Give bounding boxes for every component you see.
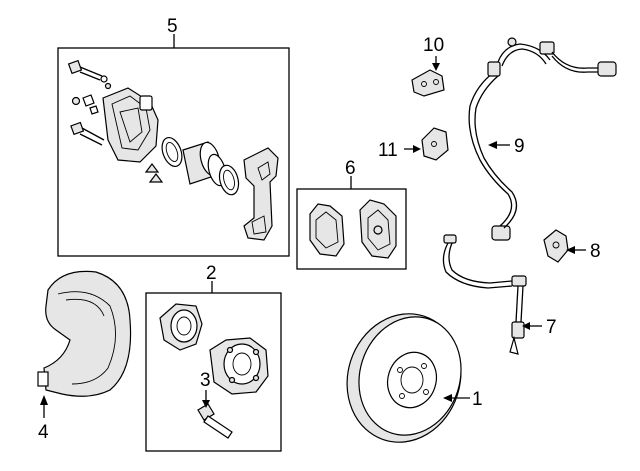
splash-shield-icon <box>37 270 132 397</box>
hub-bearing-assembly-icon <box>159 303 269 395</box>
caliper-assembly-icon <box>67 59 279 241</box>
hub-group-box <box>145 292 282 452</box>
callout-11: 11 <box>378 140 398 161</box>
callout-9: 9 <box>514 136 525 157</box>
brake-rotor-icon <box>346 313 462 443</box>
callout-7: 7 <box>546 317 557 338</box>
brake-hose-icon <box>442 234 527 355</box>
callout-1: 1 <box>472 389 483 410</box>
wheel-stud-icon <box>197 403 233 439</box>
callout-3: 3 <box>200 370 211 391</box>
callout-5: 5 <box>167 16 178 37</box>
bolt-icon <box>70 121 105 146</box>
guide-pin-icon <box>67 59 108 83</box>
callout-4: 4 <box>38 422 49 443</box>
callout-8: 8 <box>590 241 601 262</box>
abs-sensor-wire-icon <box>468 37 617 241</box>
callout-2: 2 <box>206 263 217 284</box>
callout-10: 10 <box>423 35 444 56</box>
callout-6: 6 <box>345 158 356 179</box>
brake-pads-icon <box>309 199 397 259</box>
sensor-bracket-icon <box>543 229 569 263</box>
bracket-icon <box>411 69 445 97</box>
bracket-icon <box>421 127 449 161</box>
